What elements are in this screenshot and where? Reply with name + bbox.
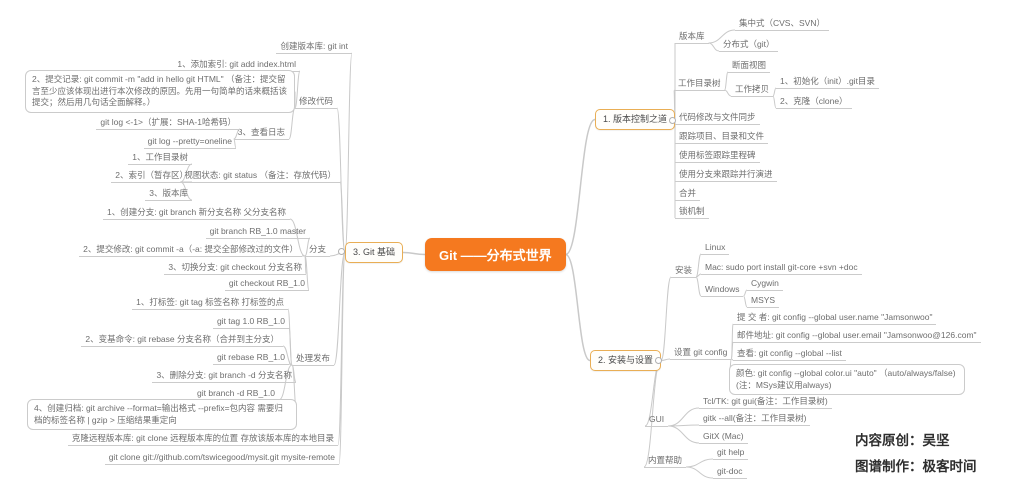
topic-msys[interactable]: MSYS [747, 294, 780, 308]
topic-log-pretty[interactable]: git log --pretty=oneline [143, 135, 236, 149]
topic-code-sync[interactable]: 代码修改与文件同步 [675, 111, 760, 125]
topic-modify-code[interactable]: 修改代码 [294, 95, 337, 109]
topic-config-email[interactable]: 邮件地址: git config --global user.email "Ja… [733, 329, 981, 343]
topic-config-user[interactable]: 提 交 者: git config --global user.name "Ja… [733, 311, 937, 325]
main-topic-git-basics[interactable]: 3. Git 基础 [345, 242, 404, 263]
topic-vcs-worktree[interactable]: 工作目录树 [674, 77, 725, 91]
main-topic-version-control[interactable]: 1. 版本控制之道 [595, 109, 676, 130]
topic-rebase-cmd[interactable]: git rebase RB_1.0 [212, 351, 289, 365]
topic-view-status[interactable]: 视图状态: git status （备注：存放代码） [180, 169, 340, 183]
topic-merge[interactable]: 合并 [675, 187, 701, 201]
topic-gui[interactable]: GUI [645, 413, 669, 427]
topic-commit-a[interactable]: 2、提交修改: git commit -a（-a: 提交全部修改过的文件） [79, 243, 302, 257]
topic-install[interactable]: 安装 [671, 264, 697, 278]
topic-branch[interactable]: 分支 [304, 243, 330, 257]
topic-gitx[interactable]: GitX (Mac) [699, 430, 748, 444]
collapse-toggle[interactable] [669, 117, 676, 124]
topic-commit-record[interactable]: 2、提交记录: git commit -m "add in hello git … [25, 70, 295, 113]
topic-tag-cmd[interactable]: git tag 1.0 RB_1.0 [212, 315, 289, 329]
topic-repository[interactable]: 3、版本库 [145, 187, 192, 201]
topic-init-gitdir[interactable]: 1、初始化（init）.git目录 [776, 75, 879, 89]
topic-mac[interactable]: Mac: sudo port install git-core +svn +do… [701, 261, 862, 275]
topic-clone-remote-cmd[interactable]: git clone git://github.com/tswicegood/my… [104, 451, 339, 465]
topic-gitk[interactable]: gitk --all(备注：工作目录树) [699, 412, 811, 426]
topic-windows[interactable]: Windows [701, 283, 744, 297]
topic-config-color[interactable]: 颜色: git config --global color.ui "auto" … [729, 364, 965, 395]
topic-create-repo[interactable]: 创建版本库: git int [276, 40, 352, 54]
topic-builtin-help[interactable]: 内置帮助 [644, 454, 687, 468]
topic-index-stage[interactable]: 2、索引（暂存区） [111, 169, 192, 183]
topic-log-sha[interactable]: git log <-1>（扩展：SHA-1哈希码） [96, 116, 240, 130]
topic-release[interactable]: 处理发布 [291, 352, 334, 366]
topic-checkout-cmd[interactable]: git checkout RB_1.0 [224, 277, 309, 291]
main-topic-setup[interactable]: 2. 安装与设置 [590, 350, 662, 371]
topic-vcs-repo[interactable]: 版本库 [675, 30, 709, 44]
topic-git-config[interactable]: 设置 git config [670, 346, 732, 360]
topic-centralized[interactable]: 集中式（CVS、SVN） [735, 17, 829, 31]
topic-config-list[interactable]: 查看: git config --global --list [733, 347, 846, 361]
topic-git-doc[interactable]: git-doc [713, 465, 747, 479]
credit-author: 内容原创：吴坚 [855, 433, 950, 448]
topic-branch-create-cmd[interactable]: git branch RB_1.0 master [205, 225, 310, 239]
topic-git-gui[interactable]: Tcl/TK: git gui(备注：工作目录树) [699, 395, 832, 409]
topic-track-files[interactable]: 跟踪项目、目录和文件 [675, 130, 769, 144]
topic-tag[interactable]: 1、打标签: git tag 标签名称 打标签的点 [132, 296, 288, 310]
topic-checkout[interactable]: 3、切换分支: git checkout 分支名称 [164, 261, 306, 275]
topic-clone-remote[interactable]: 克隆远程版本库: git clone 远程版本库的位置 存放该版本库的本地目录 [67, 432, 338, 446]
topic-parallel-branches[interactable]: 使用分支来跟踪并行演进 [675, 168, 777, 182]
topic-lock[interactable]: 锁机制 [675, 205, 709, 219]
topic-rebase[interactable]: 2、变基命令: git rebase 分支名称（合并到主分支） [81, 333, 283, 347]
topic-linux[interactable]: Linux [701, 241, 730, 255]
topic-git-help[interactable]: git help [713, 446, 749, 460]
topic-snapshot-view[interactable]: 断面视图 [728, 59, 771, 73]
topic-branch-create[interactable]: 1、创建分支: git branch 新分支名称 父分支名称 [102, 206, 290, 220]
collapse-toggle[interactable] [655, 357, 662, 364]
topic-archive[interactable]: 4、创建归档: git archive --format=输出格式 --pref… [27, 399, 297, 430]
topic-working-copy[interactable]: 工作拷贝 [731, 83, 774, 97]
credit-maker: 图谱制作：极客时间 [855, 459, 977, 474]
topic-delete-branch[interactable]: 3、删除分支: git branch -d 分支名称 [152, 369, 296, 383]
topic-view-log[interactable]: 3、查看日志 [233, 126, 289, 140]
topic-cygwin[interactable]: Cygwin [747, 277, 783, 291]
central-topic[interactable]: Git ——分布式世界 [425, 238, 566, 271]
topic-tags-milestones[interactable]: 使用标签跟踪里程碑 [675, 149, 760, 163]
topic-working-tree[interactable]: 1、工作目录树 [128, 151, 192, 165]
collapse-toggle[interactable] [338, 248, 345, 255]
topic-clone[interactable]: 2、克隆（clone） [776, 95, 852, 109]
topic-distributed[interactable]: 分布式（git） [719, 38, 779, 52]
